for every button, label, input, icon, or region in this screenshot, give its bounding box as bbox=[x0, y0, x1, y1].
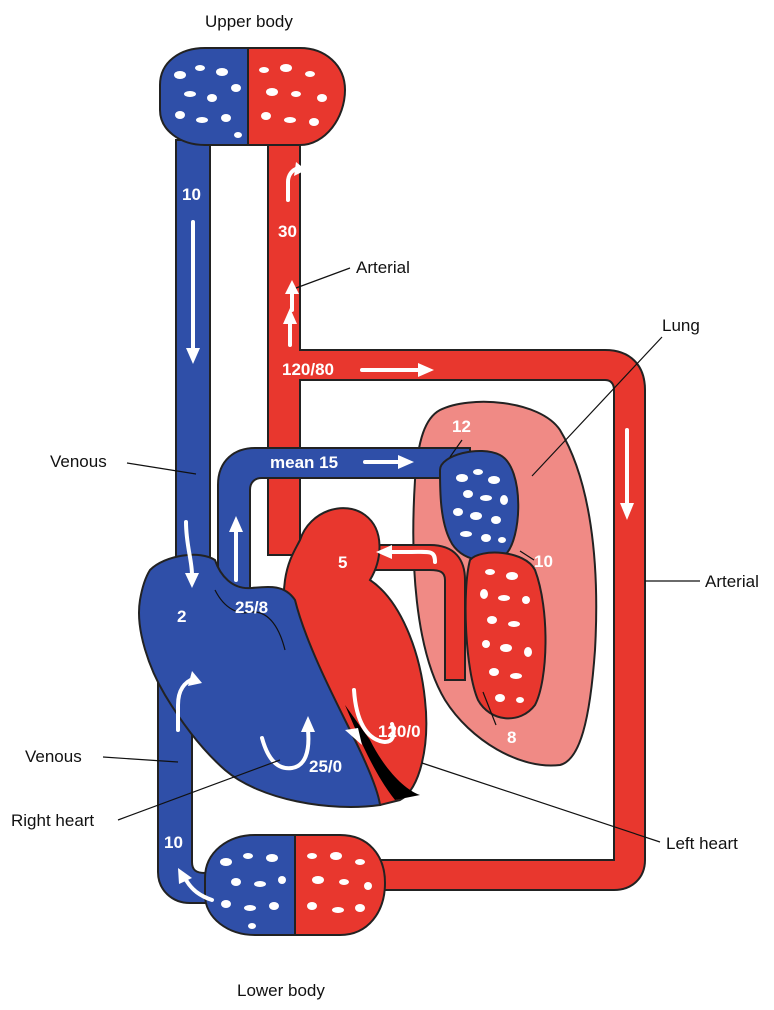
upper-venous-pressure: 10 bbox=[182, 185, 201, 204]
lower-body-label: Lower body bbox=[237, 981, 325, 1000]
lung-arterial-pressure: 12 bbox=[452, 417, 471, 436]
right-atrium-pressure: 2 bbox=[177, 607, 186, 626]
lung-capillary-venous bbox=[440, 451, 518, 560]
upper-body-capillary-bed bbox=[160, 48, 345, 145]
right-ventricle-outflow-pressure: 25/8 bbox=[235, 598, 268, 617]
lower-arterial-pressure: 30 bbox=[396, 826, 415, 845]
right-ventricle-pressure: 25/0 bbox=[309, 757, 342, 776]
pulmonary-artery-pressure: mean 15 bbox=[270, 453, 338, 472]
aorta-pressure: 120/80 bbox=[282, 360, 334, 379]
arterial-label-top: Arterial bbox=[356, 258, 410, 277]
upper-body-label: Upper body bbox=[205, 12, 293, 31]
venous-label-bottom: Venous bbox=[25, 747, 82, 766]
pulmonary-vein-pressure: 8 bbox=[507, 728, 516, 747]
lung-label: Lung bbox=[662, 316, 700, 335]
arterial-label-right: Arterial bbox=[705, 572, 759, 591]
lower-venous-pressure: 10 bbox=[164, 833, 183, 852]
left-heart-label: Left heart bbox=[666, 834, 738, 853]
right-heart-label: Right heart bbox=[11, 811, 94, 830]
lung-capillary-arterial bbox=[466, 553, 546, 719]
upper-arterial-pressure: 30 bbox=[278, 222, 297, 241]
lower-body-capillary-bed bbox=[205, 835, 385, 935]
venous-label-top: Venous bbox=[50, 452, 107, 471]
left-ventricle-pressure: 120/0 bbox=[378, 722, 421, 741]
lung-venous-pressure: 10 bbox=[534, 552, 553, 571]
left-atrium-pressure: 5 bbox=[338, 553, 347, 572]
